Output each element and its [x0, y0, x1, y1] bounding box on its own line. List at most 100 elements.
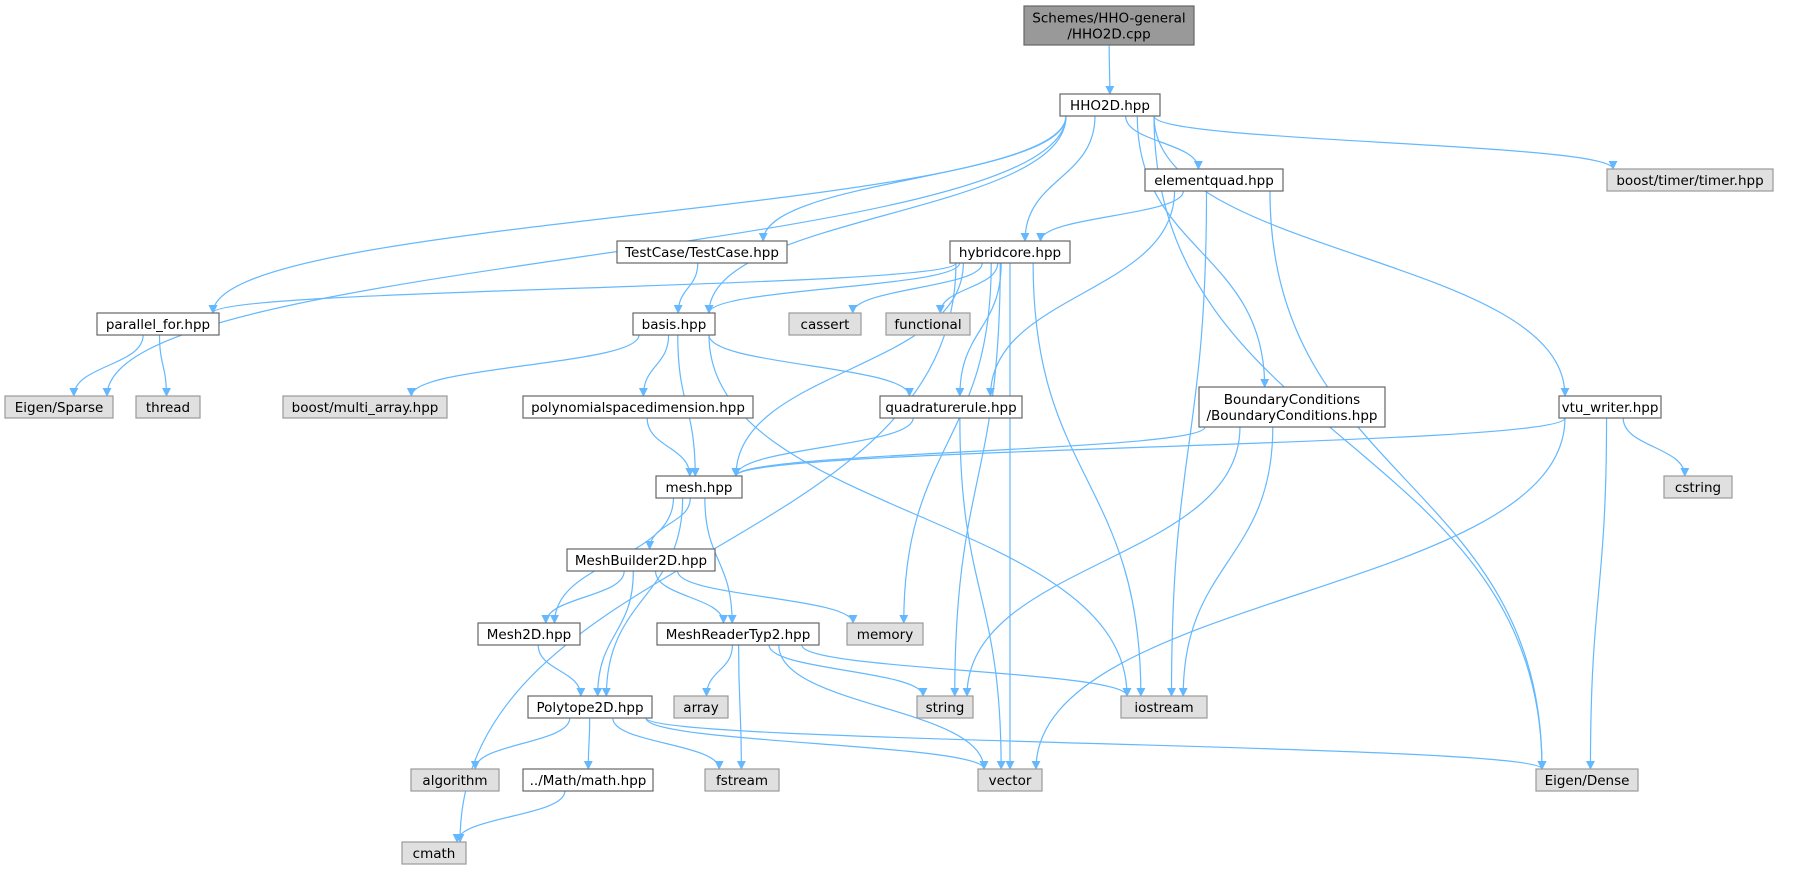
node-box-basis — [632, 312, 716, 336]
node-basis[interactable]: basis.hpp — [632, 312, 716, 336]
node-label-eigen_dense: Eigen/Dense — [1545, 773, 1630, 789]
edge-meshbuilder-to-mesh2d — [541, 570, 625, 624]
node-label-polyspace: polynomialspacedimension.hpp — [531, 400, 745, 416]
edge-meshreader-to-string — [768, 644, 928, 697]
edge-elementquad-to-quadrule — [985, 190, 1176, 397]
edge-basis-to-quadrule — [708, 334, 914, 397]
node-box-fstream — [704, 768, 780, 792]
node-box-meshbuilder — [566, 548, 716, 572]
node-cassert: cassert — [788, 312, 862, 336]
edge-elementquad-to-hybridcore — [1036, 190, 1184, 242]
node-mesh2d[interactable]: Mesh2D.hpp — [477, 622, 581, 646]
node-parallel_for[interactable]: parallel_for.hpp — [96, 312, 220, 336]
node-meshreader[interactable]: MeshReaderTyp2.hpp — [656, 622, 820, 646]
edge-vtu_writer-to-eigen_dense — [1585, 417, 1608, 770]
edge-mesh2d-to-polytope — [537, 644, 586, 697]
node-eigen_sparse: Eigen/Sparse — [4, 395, 114, 419]
node-label-quadrule: quadraturerule.hpp — [885, 400, 1016, 416]
edge-hybridcore-to-parallel_for — [208, 262, 957, 314]
node-box-cassert — [788, 312, 862, 336]
node-hho2d[interactable]: HHO2D.hpp — [1059, 93, 1161, 117]
node-root[interactable]: Schemes/HHO-general/HHO2D.cpp — [1023, 5, 1195, 46]
node-box-vector — [977, 768, 1043, 792]
node-label-math: ../Math/math.hpp — [530, 773, 647, 789]
edge-hho2d-to-boundary — [1136, 115, 1270, 388]
node-polyspace[interactable]: polynomialspacedimension.hpp — [522, 395, 754, 419]
edge-polytope-to-vector — [645, 717, 989, 770]
node-vtu_writer[interactable]: vtu_writer.hpp — [1558, 395, 1662, 419]
edge-hybridcore-to-quadrule — [955, 262, 1002, 397]
edge-hho2d-to-hybridcore — [1020, 115, 1096, 242]
node-boost_multi: boost/multi_array.hpp — [282, 395, 448, 419]
edge-polytope-to-eigen_dense — [645, 717, 1547, 770]
node-label-vtu_writer: vtu_writer.hpp — [1562, 400, 1659, 416]
node-label-elementquad: elementquad.hpp — [1154, 173, 1274, 189]
edge-math-to-cmath — [452, 790, 566, 843]
node-thread: thread — [135, 395, 201, 419]
node-testcase[interactable]: TestCase/TestCase.hpp — [616, 240, 788, 264]
edge-polyspace-to-mesh — [646, 417, 695, 477]
edge-mesh-to-meshreader — [704, 497, 737, 624]
node-array: array — [673, 695, 729, 719]
node-label-boundary: BoundaryConditions — [1224, 392, 1360, 408]
node-box-boost_timer — [1606, 168, 1774, 192]
node-label-fstream: fstream — [716, 773, 768, 789]
node-label-meshbuilder: MeshBuilder2D.hpp — [575, 553, 707, 569]
node-label-vector: vector — [989, 773, 1032, 789]
edge-meshbuilder-to-meshreader — [654, 570, 728, 624]
node-label-polytope: Polytope2D.hpp — [536, 700, 643, 716]
edge-basis-to-polyspace — [638, 334, 670, 397]
node-box-elementquad — [1144, 168, 1284, 192]
node-label-meshreader: MeshReaderTyp2.hpp — [666, 627, 811, 643]
edge-quadrule-to-mesh — [731, 417, 914, 477]
node-label-boost_multi: boost/multi_array.hpp — [292, 400, 439, 416]
node-label-cstring: cstring — [1675, 480, 1721, 496]
edge-hybridcore-to-string — [950, 262, 1001, 697]
node-box-iostream — [1120, 695, 1208, 719]
node-box-cmath — [401, 841, 467, 865]
node-box-eigen_sparse — [4, 395, 114, 419]
edge-vtu_writer-to-cstring — [1622, 417, 1690, 477]
node-elementquad[interactable]: elementquad.hpp — [1144, 168, 1284, 192]
node-polytope[interactable]: Polytope2D.hpp — [527, 695, 653, 719]
edge-mesh-to-polytope — [601, 497, 684, 697]
node-box-polyspace — [522, 395, 754, 419]
edge-hho2d-to-eigen_dense — [1153, 115, 1547, 770]
edge-meshbuilder-to-polytope — [593, 570, 634, 697]
node-box-cstring — [1663, 475, 1733, 499]
edge-hybridcore-to-basis — [704, 262, 961, 314]
node-math[interactable]: ../Math/math.hpp — [522, 768, 654, 792]
edge-root-to-hho2d — [1105, 44, 1115, 95]
node-boundary[interactable]: BoundaryConditions/BoundaryConditions.hp… — [1198, 386, 1386, 428]
node-label-mesh: mesh.hpp — [665, 480, 732, 496]
node-label-root: Schemes/HHO-general — [1032, 11, 1185, 27]
node-functional: functional — [885, 312, 971, 336]
node-mesh[interactable]: mesh.hpp — [655, 475, 743, 499]
node-iostream: iostream — [1120, 695, 1208, 719]
node-boost_timer: boost/timer/timer.hpp — [1606, 168, 1774, 192]
node-hybridcore[interactable]: hybridcore.hpp — [949, 240, 1071, 264]
node-box-algorithm — [410, 768, 500, 792]
edge-meshreader-to-vector — [778, 644, 989, 770]
edge-vtu_writer-to-vector — [1031, 417, 1566, 770]
edge-hho2d-to-vtu_writer — [1153, 115, 1570, 397]
node-box-math — [522, 768, 654, 792]
node-vector: vector — [977, 768, 1043, 792]
node-label-functional: functional — [894, 317, 961, 333]
edge-boundary-to-string — [962, 426, 1241, 697]
node-label-boost_timer: boost/timer/timer.hpp — [1616, 173, 1763, 189]
node-box-string — [916, 695, 974, 719]
node-label-mesh2d: Mesh2D.hpp — [487, 627, 572, 643]
node-box-testcase — [616, 240, 788, 264]
node-label-basis: basis.hpp — [642, 317, 707, 333]
node-box-mesh2d — [477, 622, 581, 646]
node-label-parallel_for: parallel_for.hpp — [106, 317, 210, 333]
edge-hho2d-to-parallel_for — [208, 115, 1067, 314]
node-meshbuilder[interactable]: MeshBuilder2D.hpp — [566, 548, 716, 572]
edges-layer — [69, 44, 1690, 843]
edge-basis-to-boost_multi — [406, 334, 640, 397]
node-box-meshreader — [656, 622, 820, 646]
node-quadrule[interactable]: quadraturerule.hpp — [879, 395, 1023, 419]
